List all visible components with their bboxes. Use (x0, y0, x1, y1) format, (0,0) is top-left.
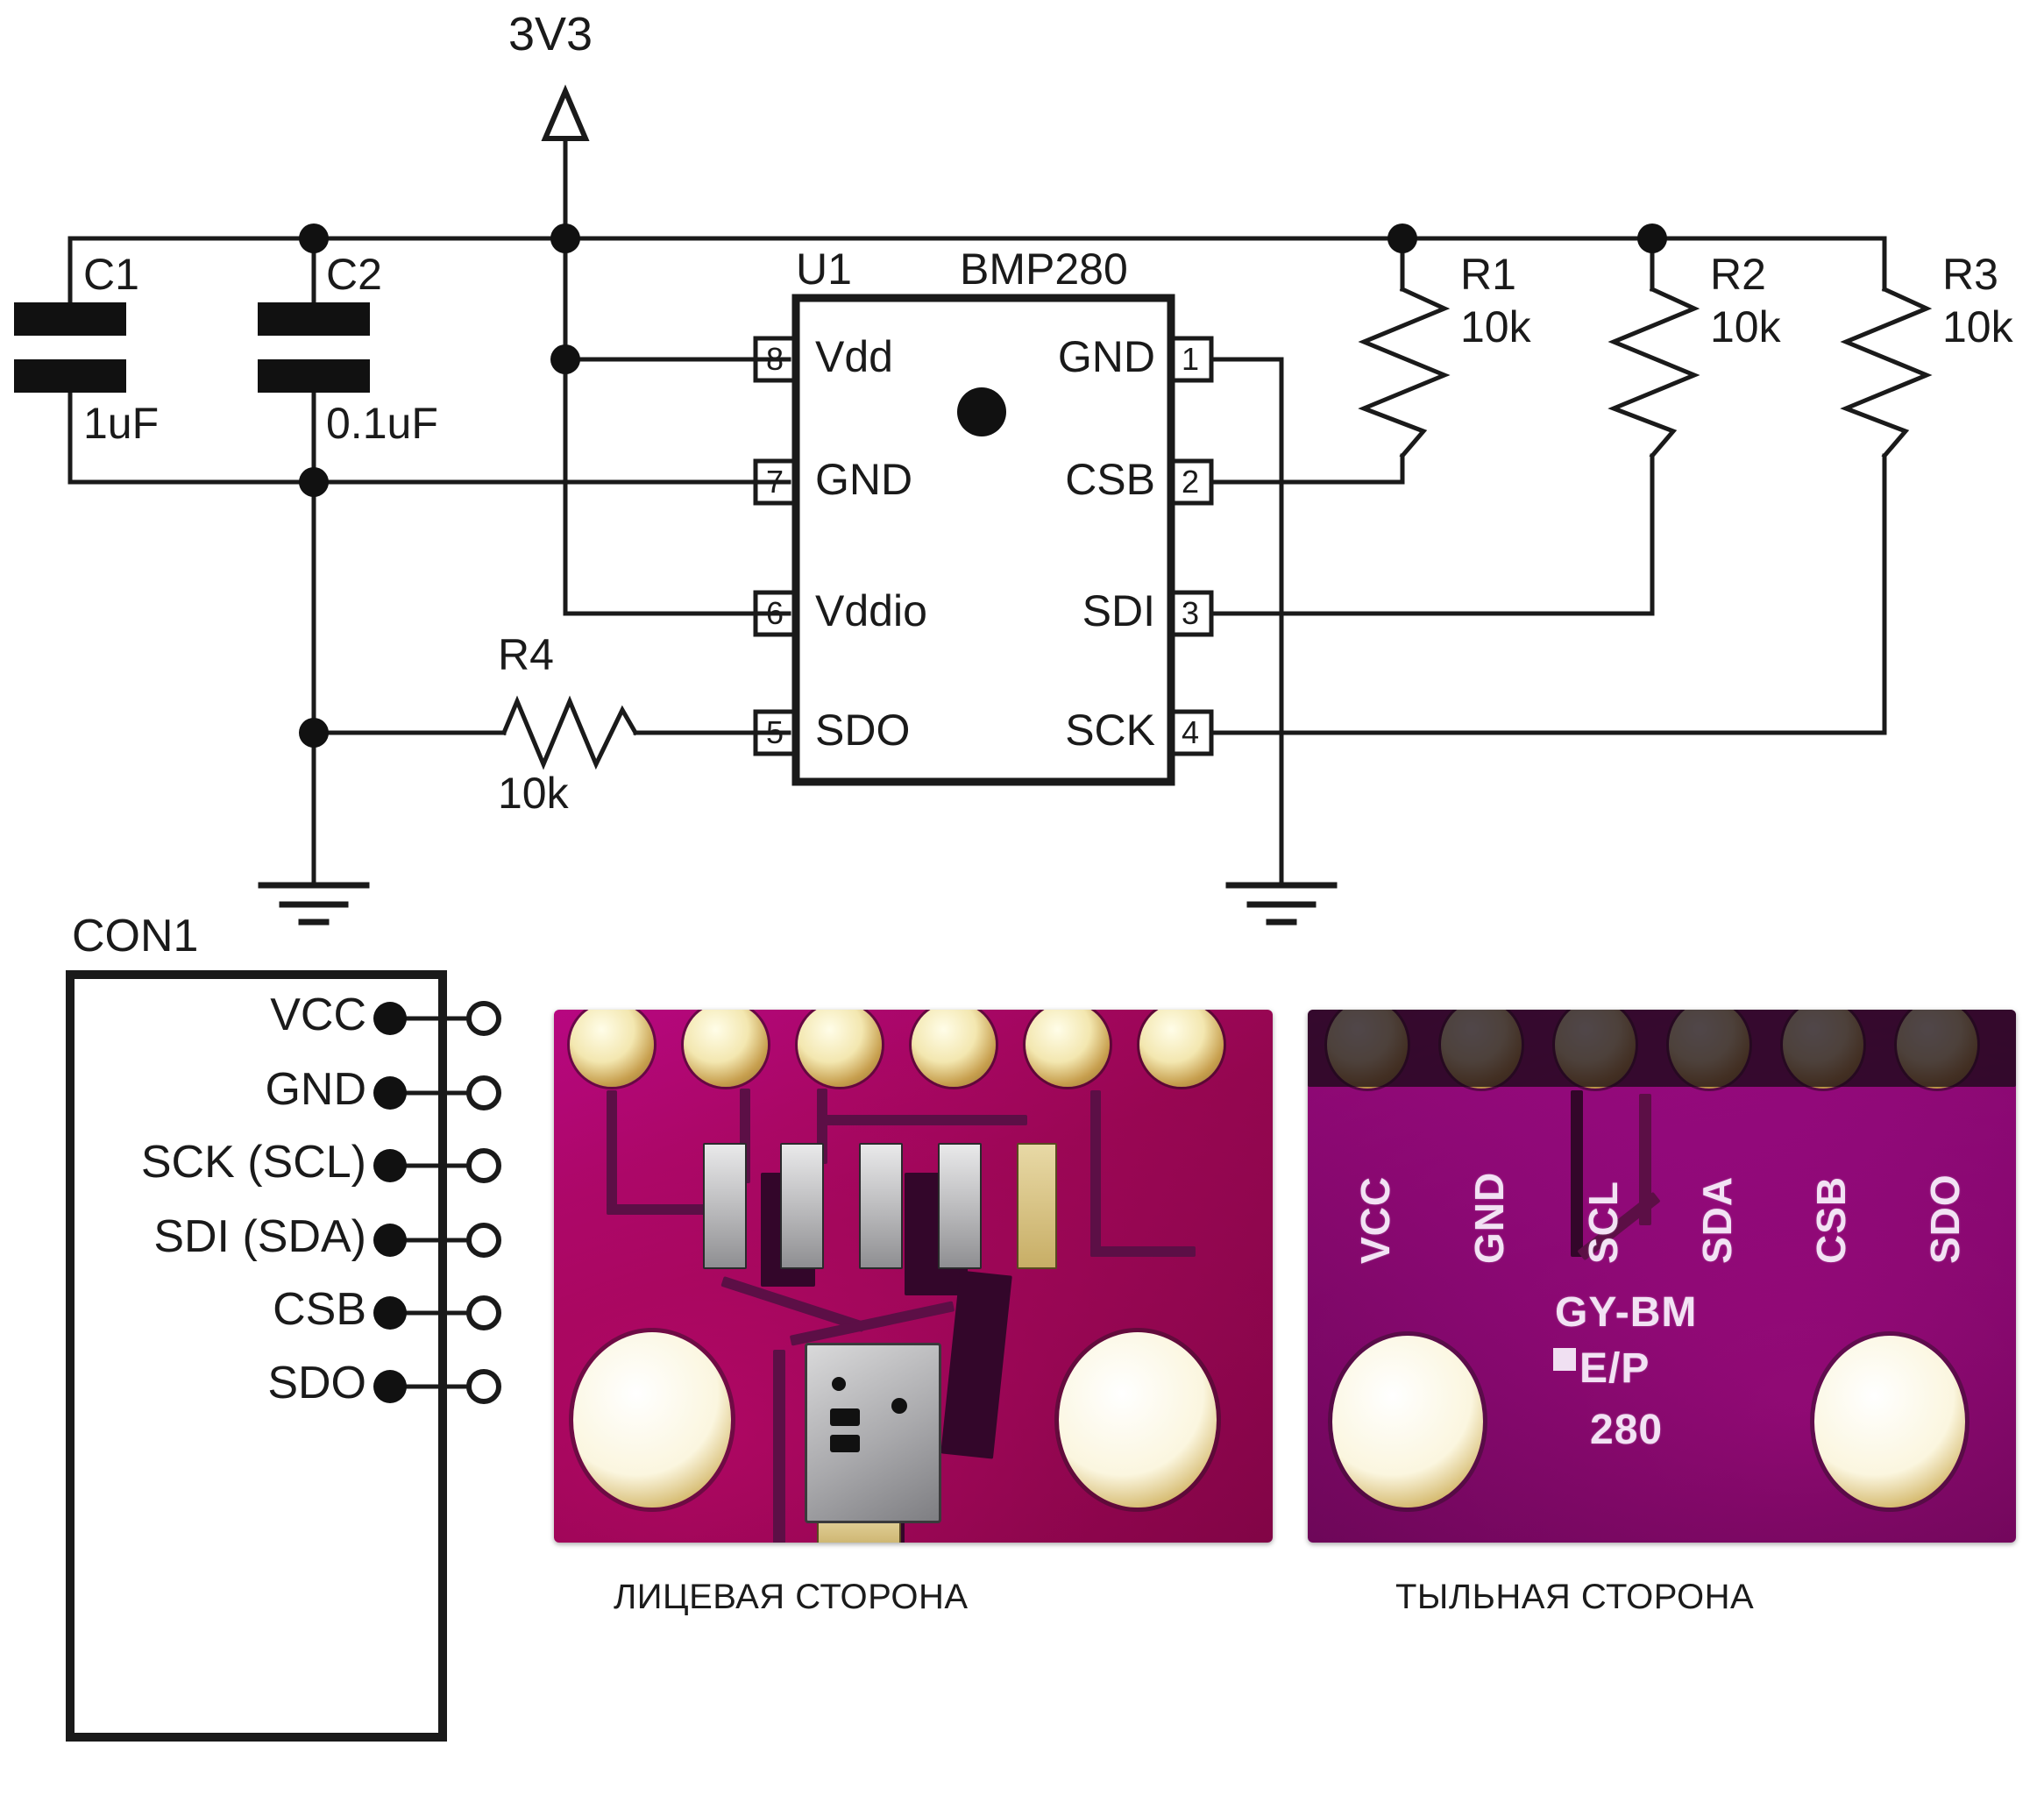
pcb-trace (1090, 1090, 1101, 1257)
capacitor-plates (14, 302, 370, 393)
pcb-front-pad-5 (1026, 1010, 1110, 1087)
pcb-front-pad-1 (570, 1010, 654, 1087)
con1-pin-label-sck: SCK (SCL) (140, 1137, 366, 1188)
pcb-back-silk-line3: 280 (1590, 1407, 1664, 1453)
pin-name-gnd-1: GND (1057, 332, 1155, 381)
pcb-back-top-shadow (1308, 1010, 2016, 1087)
pin-name-vdd: Vdd (815, 332, 893, 381)
pcb-trace (1571, 1090, 1583, 1257)
pcb-front-pad-4 (912, 1010, 996, 1087)
resistor-r4-symbol (500, 695, 639, 770)
pcb-trace (817, 1115, 1027, 1125)
con1-pin-label-sdi: SDI (SDA) (153, 1211, 366, 1262)
resistor-r2-symbol (1608, 286, 1700, 459)
junction-dots (299, 223, 1667, 1403)
pin-box-6 (753, 590, 798, 637)
pcb-front-pad-3 (798, 1010, 882, 1087)
pcb-back-label-csb: CSB (1808, 1175, 1854, 1264)
pcb-bmp280-sensor (805, 1343, 941, 1523)
pcb-back-caption: ТЫЛЬНАЯ СТОРОНА (1395, 1578, 1755, 1616)
pin-number-7: 7 (766, 464, 784, 500)
pcb-smd-r2 (780, 1143, 824, 1269)
pcb-trace (607, 1090, 617, 1213)
con1-terminals (466, 1001, 501, 1404)
pcb-back-mount-hole-left (1332, 1336, 1483, 1508)
r2-ref-label: R2 (1710, 250, 1766, 299)
pcb-back-label-gnd: GND (1466, 1171, 1512, 1264)
con1-ref-label: CON1 (72, 911, 199, 961)
pcb-smd-r3 (859, 1143, 903, 1269)
pcb-smd-r1 (703, 1143, 747, 1269)
con1-pin-label-vcc: VCC (270, 990, 366, 1040)
pcb-trace (607, 1204, 712, 1215)
pin-number-4: 4 (1182, 714, 1200, 750)
r4-value-label: 10k (498, 769, 569, 818)
schematic-drawing (14, 84, 1933, 1742)
pin-number-8: 8 (766, 341, 784, 377)
r1-value-label: 10k (1460, 302, 1531, 351)
pcb-front-caption: ЛИЦЕВАЯ СТОРОНА (614, 1578, 969, 1616)
c2-plate-top (258, 302, 370, 336)
r4-ref-label: R4 (498, 630, 554, 679)
pcb-back-label-vcc: VCC (1352, 1175, 1398, 1264)
ic-body (791, 294, 1175, 786)
r1-ref-label: R1 (1460, 250, 1516, 299)
pin-name-gnd-7: GND (815, 455, 913, 504)
resistor-r3-symbol (1840, 286, 1933, 459)
con1-pin-label-sdo: SDO (267, 1358, 366, 1408)
con1-body (66, 970, 447, 1742)
r2-value-label: 10k (1710, 302, 1781, 351)
pcb-trace (1090, 1246, 1196, 1257)
con1-pin-label-csb: CSB (273, 1284, 366, 1335)
pin-number-3: 3 (1182, 595, 1200, 631)
pcb-smd-c1 (1017, 1143, 1057, 1269)
pcb-trace (773, 1350, 785, 1543)
pin-box-8 (753, 336, 798, 383)
pcb-front-mount-hole-left (573, 1332, 731, 1508)
pin-number-6: 6 (766, 595, 784, 631)
pcb-front-pad-6 (1139, 1010, 1224, 1087)
r3-ref-label: R3 (1942, 250, 1998, 299)
pin-name-vddio: Vddio (815, 586, 927, 635)
ground-symbol-left (258, 882, 370, 926)
pcb-back-mount-hole-right (1814, 1336, 1965, 1508)
pin-number-5: 5 (766, 714, 784, 750)
power-net-label: 3V3 (508, 8, 593, 60)
c1-ref-label: C1 (83, 250, 139, 299)
pcb-front-mount-hole-right (1059, 1332, 1217, 1508)
r3-value-label: 10k (1942, 302, 2013, 351)
pin-number-2: 2 (1182, 464, 1200, 500)
pin-name-sck: SCK (1065, 706, 1155, 755)
pin-number-1: 1 (1182, 341, 1200, 377)
pcb-front-pad-2 (684, 1010, 768, 1087)
pcb-back-label-sdo: SDO (1922, 1174, 1968, 1264)
c1-plate-bottom (14, 359, 126, 393)
pcb-back-label-sda: SDA (1694, 1175, 1740, 1264)
pcb-photo-back: VCC GND SCL SDA CSB SDO GY-BM E/P 280 (1308, 1010, 2016, 1543)
c1-value-label: 1uF (83, 399, 160, 448)
pcb-back-silk-line2: E/P (1579, 1345, 1650, 1392)
ic-part-label: BMP280 (960, 245, 1128, 294)
pcb-back-polarity-marker (1553, 1348, 1576, 1371)
power-arrow-icon (541, 84, 590, 141)
c2-plate-bottom (258, 359, 370, 393)
resistor-r1-symbol (1358, 286, 1451, 459)
pin-name-sdi: SDI (1082, 586, 1155, 635)
c1-plate-top (14, 302, 126, 336)
c2-ref-label: C2 (326, 250, 382, 299)
pin-box-7 (753, 458, 798, 506)
pcb-back-silk-line1: GY-BM (1555, 1289, 1698, 1336)
pin-name-sdo: SDO (815, 706, 911, 755)
c2-value-label: 0.1uF (326, 399, 438, 448)
pcb-back-label-scl: SCL (1580, 1181, 1626, 1264)
pcb-ground-pour (940, 1270, 1012, 1459)
pin-name-csb: CSB (1065, 455, 1155, 504)
pcb-photo-front (554, 1010, 1273, 1543)
ground-symbol-right (1225, 882, 1338, 926)
pcb-smd-r4 (938, 1143, 982, 1269)
con1-pin-label-gnd: GND (265, 1064, 366, 1115)
ic-ref-label: U1 (796, 245, 852, 294)
pcb-trace (1639, 1094, 1651, 1225)
